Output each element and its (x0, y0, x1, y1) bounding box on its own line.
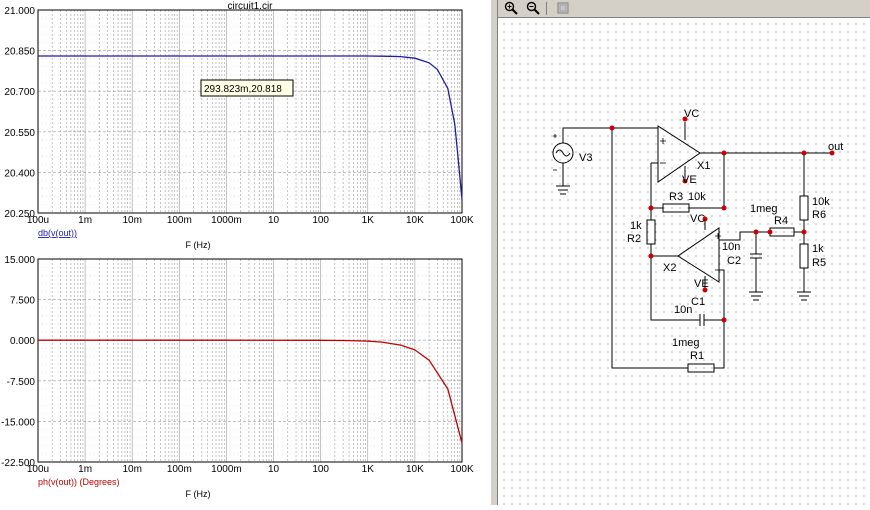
magnitude-plot: 21.000 20.850 20.700 20.550 20.400 20.250100u… (4, 6, 474, 250)
x-tick-label: 10 (268, 215, 280, 226)
pane-splitter[interactable] (490, 0, 498, 505)
node-dots (609, 116, 835, 323)
label-r2-value: 1k (630, 220, 642, 232)
trace-line (38, 55, 463, 200)
x-tick-label: 100 (312, 215, 329, 226)
zoom-in-icon[interactable] (502, 0, 520, 16)
capacitor-c1[interactable] (699, 314, 705, 326)
resistor-r3[interactable] (662, 203, 690, 213)
label-r3: R3 (669, 191, 683, 203)
y-tick-label: 20.850 (4, 47, 35, 58)
cursor-readout: 293.823m,20.818 (200, 79, 294, 97)
x-tick-label: 10 (268, 464, 280, 475)
cursor-readout-text: 293.823m,20.818 (204, 84, 282, 95)
toolbar-separator (546, 2, 547, 15)
label-ve1: VE (682, 174, 697, 186)
plot-frame (37, 9, 463, 214)
capacitor-c2[interactable] (750, 253, 762, 259)
resistor-r6[interactable] (799, 195, 809, 221)
label-r6: R6 (812, 209, 826, 221)
label-r2: R2 (627, 233, 641, 245)
label-c1: C1 (691, 296, 705, 308)
x-tick-label: 100K (450, 464, 474, 475)
x-tick-label: 1m (78, 464, 92, 475)
schematic-canvas[interactable]: VC VE X1 V3 out R3 10k 1k R2 VC VE X2 1m… (498, 18, 870, 505)
x-tick-label: 1m (78, 215, 92, 226)
label-r4-value: 1meg (750, 203, 778, 215)
x-tick-label: 100m (167, 464, 192, 475)
x-tick-label: 1000m (211, 464, 242, 475)
label-c1-value: 10n (674, 304, 692, 316)
label-r5-value: 1k (812, 243, 824, 255)
x-tick-label: 10K (406, 464, 424, 475)
label-v3: V3 (579, 152, 592, 164)
trace-label: db(v(out)) (38, 228, 77, 238)
label-x1: X1 (697, 160, 710, 172)
y-tick-label: 15.000 (4, 255, 35, 266)
y-tick-label: 20.400 (4, 168, 35, 179)
cursor-readout-box (200, 79, 294, 97)
opamp-x1[interactable] (657, 125, 701, 183)
y-tick-label: 20.550 (4, 128, 35, 139)
x-tick-label: 100m (167, 215, 192, 226)
plot-pane: circuit1.cir 21.000 20.850 20.700 20.550 20.4… (0, 0, 490, 505)
label-r4: R4 (774, 215, 788, 227)
y-tick-label: -22.500 (1, 458, 35, 469)
plot-title: circuit1.cir (227, 1, 273, 12)
label-c2: C2 (727, 255, 741, 267)
x-tick-label: 10m (122, 464, 141, 475)
label-ve2: VE (694, 278, 709, 290)
schematic-toolbar (498, 0, 870, 18)
x-tick-label: 100u (27, 464, 49, 475)
zoom-out-icon[interactable] (524, 0, 542, 16)
y-tick-label: 20.250 (4, 209, 35, 220)
plot-frame (37, 258, 463, 463)
label-r1-value: 1meg (672, 337, 700, 349)
x-tick-label: 100u (27, 215, 49, 226)
trace-line (38, 339, 463, 444)
label-out: out (828, 141, 843, 153)
x-tick-label: 10m (122, 215, 141, 226)
resistor-r4[interactable] (769, 227, 795, 237)
label-vc1: VC (684, 108, 699, 120)
schematic-pane: VC VE X1 V3 out R3 10k 1k R2 VC VE X2 1m… (498, 0, 870, 505)
label-c2-value: 10n (722, 241, 740, 253)
y-tick-label: 20.700 (4, 87, 35, 98)
fit-icon[interactable] (554, 0, 572, 16)
phase-plot: 15.000 7.500 0.000 -7.500 -15.000 -22.500100u… (1, 255, 474, 499)
y-tick-label: -15.000 (1, 417, 35, 428)
x-tick-label: 1K (362, 464, 375, 475)
x-tick-label: 100 (312, 464, 329, 475)
x-axis-label: F (Hz) (186, 240, 211, 250)
trace-label: ph(v(out)) (Degrees) (38, 477, 120, 487)
label-x2: X2 (663, 262, 676, 274)
label-r3-value: 10k (688, 191, 706, 203)
x-tick-label: 100K (450, 215, 474, 226)
y-tick-label: 7.500 (10, 296, 35, 307)
resistor-r1[interactable] (687, 363, 715, 373)
y-tick-label: 0.000 (10, 336, 35, 347)
x-axis-label: F (Hz) (186, 489, 211, 499)
x-tick-label: 1K (362, 215, 375, 226)
opamp-x2[interactable] (677, 227, 720, 283)
label-r6-value: 10k (812, 196, 830, 208)
x-tick-label: 1000m (211, 215, 242, 226)
x-tick-label: 10K (406, 215, 424, 226)
resistor-r5[interactable] (799, 243, 809, 269)
label-r1: R1 (690, 350, 704, 362)
resistor-r2[interactable] (646, 219, 656, 245)
y-tick-label: 21.000 (4, 6, 35, 17)
label-vc2: VC (690, 213, 705, 225)
label-r5: R5 (812, 257, 826, 269)
y-tick-label: -7.500 (7, 377, 36, 388)
waveform-viewer[interactable]: circuit1.cir 21.000 20.850 20.700 20.550 20.4… (0, 0, 490, 505)
circuit-schematic: VC VE X1 V3 out R3 10k 1k R2 VC VE X2 1m… (552, 108, 843, 373)
